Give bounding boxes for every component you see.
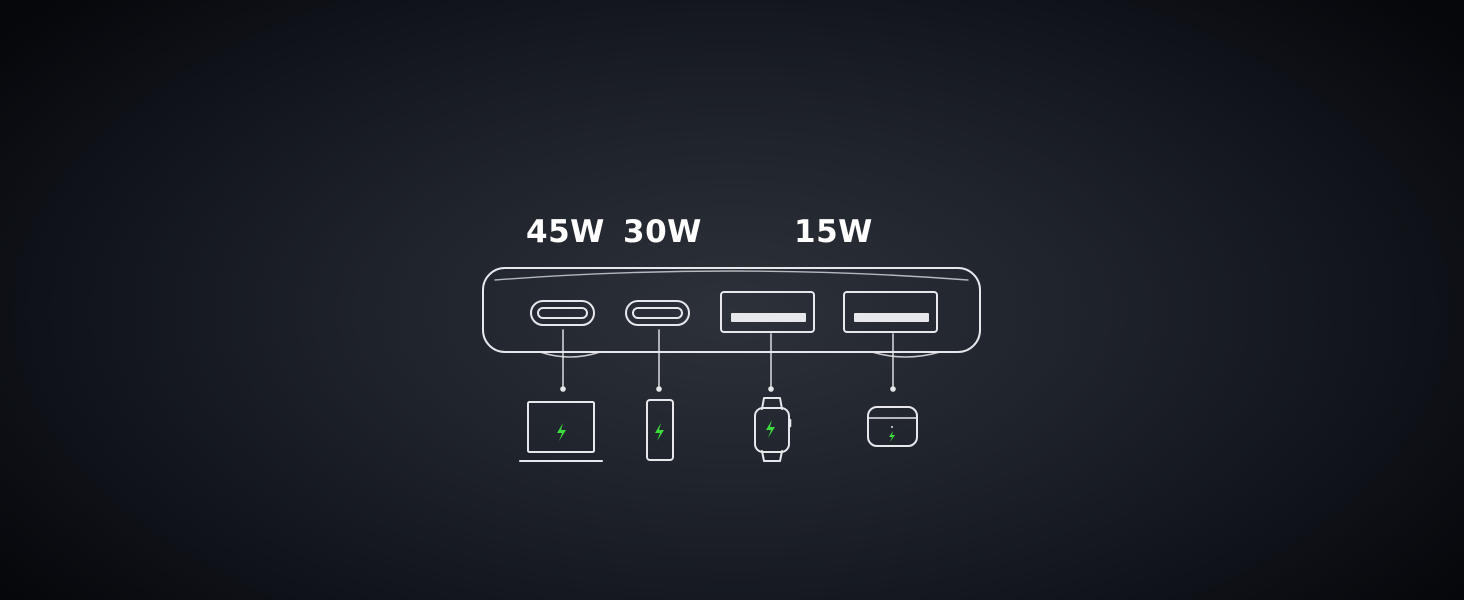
wattage-label-30w: 30W — [623, 214, 702, 250]
usb-a-port-1 — [720, 291, 815, 333]
power-bank-body — [482, 267, 981, 358]
connector-dots — [560, 386, 896, 392]
watch-icon — [754, 397, 792, 462]
connector-lines — [562, 329, 894, 389]
laptop-icon — [519, 401, 603, 462]
usb-a-port-2 — [843, 291, 938, 333]
usb-c-port-1 — [530, 300, 595, 326]
phone-icon — [646, 399, 674, 461]
earbuds-case-icon — [867, 406, 918, 447]
wattage-label-45w: 45W — [526, 214, 605, 250]
wattage-label-15w: 15W — [794, 214, 873, 250]
usb-c-port-2 — [625, 300, 690, 326]
